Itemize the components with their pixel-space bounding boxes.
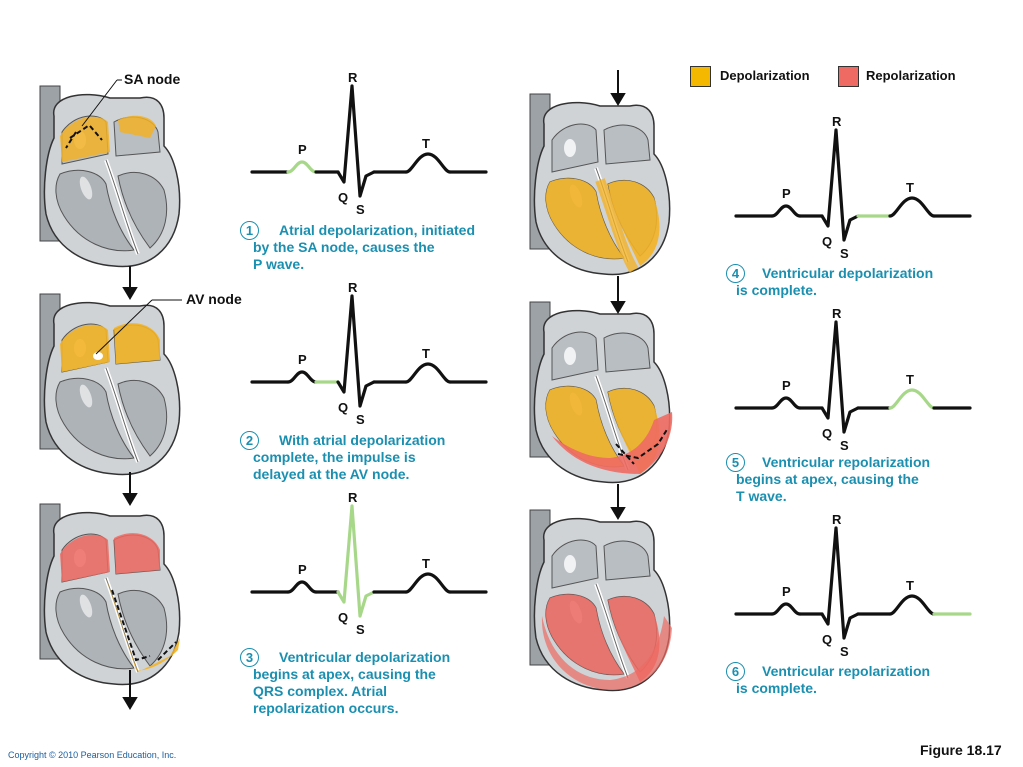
step-caption-1: Atrial depolarization, initiated by the …	[253, 222, 476, 272]
ecg-trace-6: R P T QS	[734, 512, 972, 659]
ecg-r-label: R	[348, 70, 358, 85]
ecg-trace-4: R P T QS	[734, 114, 972, 261]
ecg-q-label: Q	[822, 426, 832, 441]
ecg-p-segment	[770, 396, 802, 410]
step-caption-3: Ventricular depolarization begins at ape…	[253, 649, 451, 716]
ecg-t-segment	[404, 362, 452, 384]
step-number-2: 2	[240, 431, 259, 450]
ecg-p-label: P	[782, 186, 791, 201]
sa-node-pointer	[81, 79, 118, 127]
ecg-t-segment	[404, 572, 452, 594]
heart-diagram-1	[38, 84, 182, 269]
step-caption-5: Ventricular repolarization begins at ape…	[736, 454, 931, 504]
ecg-t-segment	[404, 152, 452, 174]
ecg-s-label: S	[356, 412, 365, 427]
ecg-p-label: P	[298, 562, 307, 577]
ecg-p-segment	[770, 204, 802, 218]
ecg-qrs-segment	[820, 128, 860, 242]
depolarization-swatch	[690, 66, 711, 87]
ecg-t-segment	[888, 388, 936, 410]
ecg-s-label: S	[840, 438, 849, 453]
ecg-trace-3: R P T QS	[250, 490, 488, 637]
ecg-r-label: R	[832, 114, 842, 129]
ecg-p-segment	[286, 370, 318, 384]
ecg-s-label: S	[840, 246, 849, 261]
ecg-t-label: T	[906, 180, 914, 195]
ecg-qrs-segment	[336, 294, 376, 408]
repolarization-label: Repolarization	[866, 68, 956, 83]
sa-node-label: SA node	[124, 71, 180, 87]
ecg-s-label: S	[356, 202, 365, 217]
ecg-t-label: T	[422, 556, 430, 571]
ecg-qrs-segment	[820, 526, 860, 640]
ecg-p-label: P	[298, 142, 307, 157]
step-number-5: 5	[726, 453, 745, 472]
av-node-pointer	[95, 299, 153, 355]
ecg-r-label: R	[348, 490, 358, 505]
depolarization-label: Depolarization	[720, 68, 810, 83]
step-caption-4: Ventricular depolarization is complete.	[736, 265, 934, 298]
repolarization-swatch	[838, 66, 859, 87]
sequence-arrows	[122, 70, 626, 710]
ecg-qrs-segment	[336, 84, 376, 198]
ecg-trace-5: R P T QS	[734, 306, 972, 453]
heart-diagram-3	[38, 502, 182, 687]
ecg-p-segment	[770, 602, 802, 616]
step-caption-2: With atrial depolarization complete, the…	[253, 432, 446, 482]
ecg-trace-2: R P T QS	[250, 280, 488, 427]
ecg-trace-1: R P T QS	[250, 70, 488, 217]
heart-diagram-4	[528, 92, 672, 277]
ecg-q-label: Q	[338, 400, 348, 415]
ecg-t-label: T	[422, 346, 430, 361]
ecg-p-segment	[286, 580, 318, 594]
ecg-p-label: P	[782, 584, 791, 599]
ecg-qrs-segment	[336, 504, 376, 618]
step-number-1: 1	[240, 221, 259, 240]
heart-diagram-5	[528, 300, 673, 485]
ecg-r-label: R	[348, 280, 358, 295]
step-caption-6: Ventricular repolarization is complete.	[736, 663, 931, 696]
step-number-6: 6	[726, 662, 745, 681]
ecg-t-segment	[888, 196, 936, 218]
ecg-t-label: T	[906, 372, 914, 387]
ecg-t-segment	[888, 594, 936, 616]
ecg-r-label: R	[832, 306, 842, 321]
heart-diagram-2	[38, 292, 182, 477]
ecg-s-label: S	[840, 644, 849, 659]
ecg-p-segment	[286, 160, 318, 174]
ecg-p-label: P	[782, 378, 791, 393]
ecg-q-label: Q	[822, 234, 832, 249]
ecg-t-label: T	[422, 136, 430, 151]
ecg-q-label: Q	[822, 632, 832, 647]
step-number-3: 3	[240, 648, 259, 667]
av-node-label: AV node	[186, 291, 242, 307]
ecg-t-label: T	[906, 578, 914, 593]
heart-diagram-6	[528, 508, 672, 693]
ecg-r-label: R	[832, 512, 842, 527]
step-number-4: 4	[726, 264, 745, 283]
ecg-s-label: S	[356, 622, 365, 637]
figure-label: Figure 18.17	[920, 742, 1002, 758]
copyright-text: Copyright © 2010 Pearson Education, Inc.	[8, 750, 177, 760]
ecg-q-label: Q	[338, 190, 348, 205]
ecg-p-label: P	[298, 352, 307, 367]
ecg-q-label: Q	[338, 610, 348, 625]
ecg-qrs-segment	[820, 320, 860, 434]
